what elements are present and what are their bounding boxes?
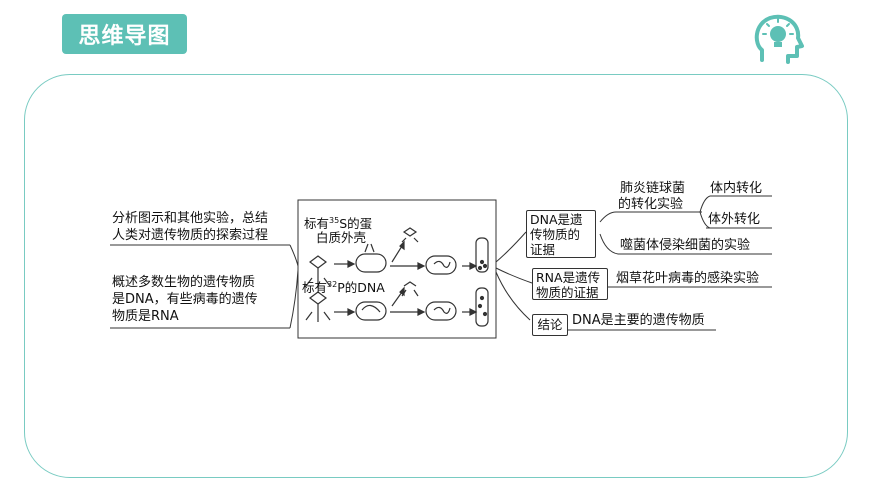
s35-label-suffix: S的蛋 — [339, 216, 373, 232]
left-objective-2-line-1: 概述多数生物的遗传物质 — [112, 275, 256, 290]
p32-label-sup: 32 — [327, 280, 338, 289]
s35-experiment-sketch — [305, 227, 489, 288]
connector-rna-evidence — [495, 267, 533, 284]
head-lightbulb-icon — [754, 14, 804, 64]
in-vitro-label: 体外转化 — [708, 212, 761, 227]
s35-label-line-2: 白质外壳 — [316, 230, 367, 245]
conclusion-text: DNA是主要的遗传物质 — [572, 313, 705, 328]
left-objective-1-line-2: 人类对遗传物质的探索过程 — [112, 228, 269, 243]
header-title-badge: 思维导图 — [62, 14, 187, 54]
left-connector-2 — [289, 269, 299, 329]
rna-evidence-line-2: 物质的证据 — [536, 285, 599, 300]
conclusion-box: 结论 — [532, 314, 568, 336]
tmv-experiment-label: 烟草花叶病毒的感染实验 — [616, 271, 760, 286]
rna-evidence-box: RNA是遗传 物质的证据 — [532, 268, 608, 300]
p32-experiment-sketch — [305, 281, 489, 327]
dna-evidence-line-1: DNA是遗 — [530, 212, 583, 227]
p32-label-suffix: P的DNA — [337, 280, 385, 296]
connector-phage — [599, 233, 619, 255]
header-title: 思维导图 — [78, 24, 171, 49]
p32-label-prefix: 标有 — [302, 280, 328, 296]
phage-experiment-label: 噬菌体侵染细菌的实验 — [620, 238, 751, 253]
left-connector-1 — [289, 244, 299, 267]
p32-label: 标有32P的DNA — [302, 276, 385, 296]
dna-evidence-line-3: 证据 — [530, 242, 556, 257]
connector-in-vivo — [699, 195, 711, 213]
content-panel — [24, 74, 848, 478]
left-objective-1-line-1: 分析图示和其他实验，总结 — [112, 211, 269, 226]
pneumo-line-2: 的转化实验 — [618, 197, 684, 212]
connector-pneumo — [599, 211, 617, 223]
conclusion-label: 结论 — [537, 317, 563, 332]
connector-conclusion — [495, 271, 531, 321]
rna-evidence-line-1: RNA是遗传 — [536, 270, 601, 285]
s35-label-sup: 35 — [329, 216, 340, 225]
s35-label-line-1: 标有35S的蛋 — [304, 212, 372, 232]
pneumo-line-1: 肺炎链球菌 — [620, 181, 686, 196]
connector-dna-evidence — [495, 231, 527, 263]
dna-evidence-box: DNA是遗 传物质的 证据 — [526, 210, 596, 258]
dna-evidence-line-2: 传物质的 — [530, 227, 581, 242]
in-vivo-label: 体内转化 — [710, 181, 763, 196]
s35-label-prefix: 标有 — [304, 216, 330, 232]
center-experiment-frame — [297, 199, 497, 339]
left-objective-2-line-3: 物质是RNA — [112, 309, 179, 324]
left-objective-2-line-2: 是DNA，有些病毒的遗传 — [112, 292, 258, 307]
